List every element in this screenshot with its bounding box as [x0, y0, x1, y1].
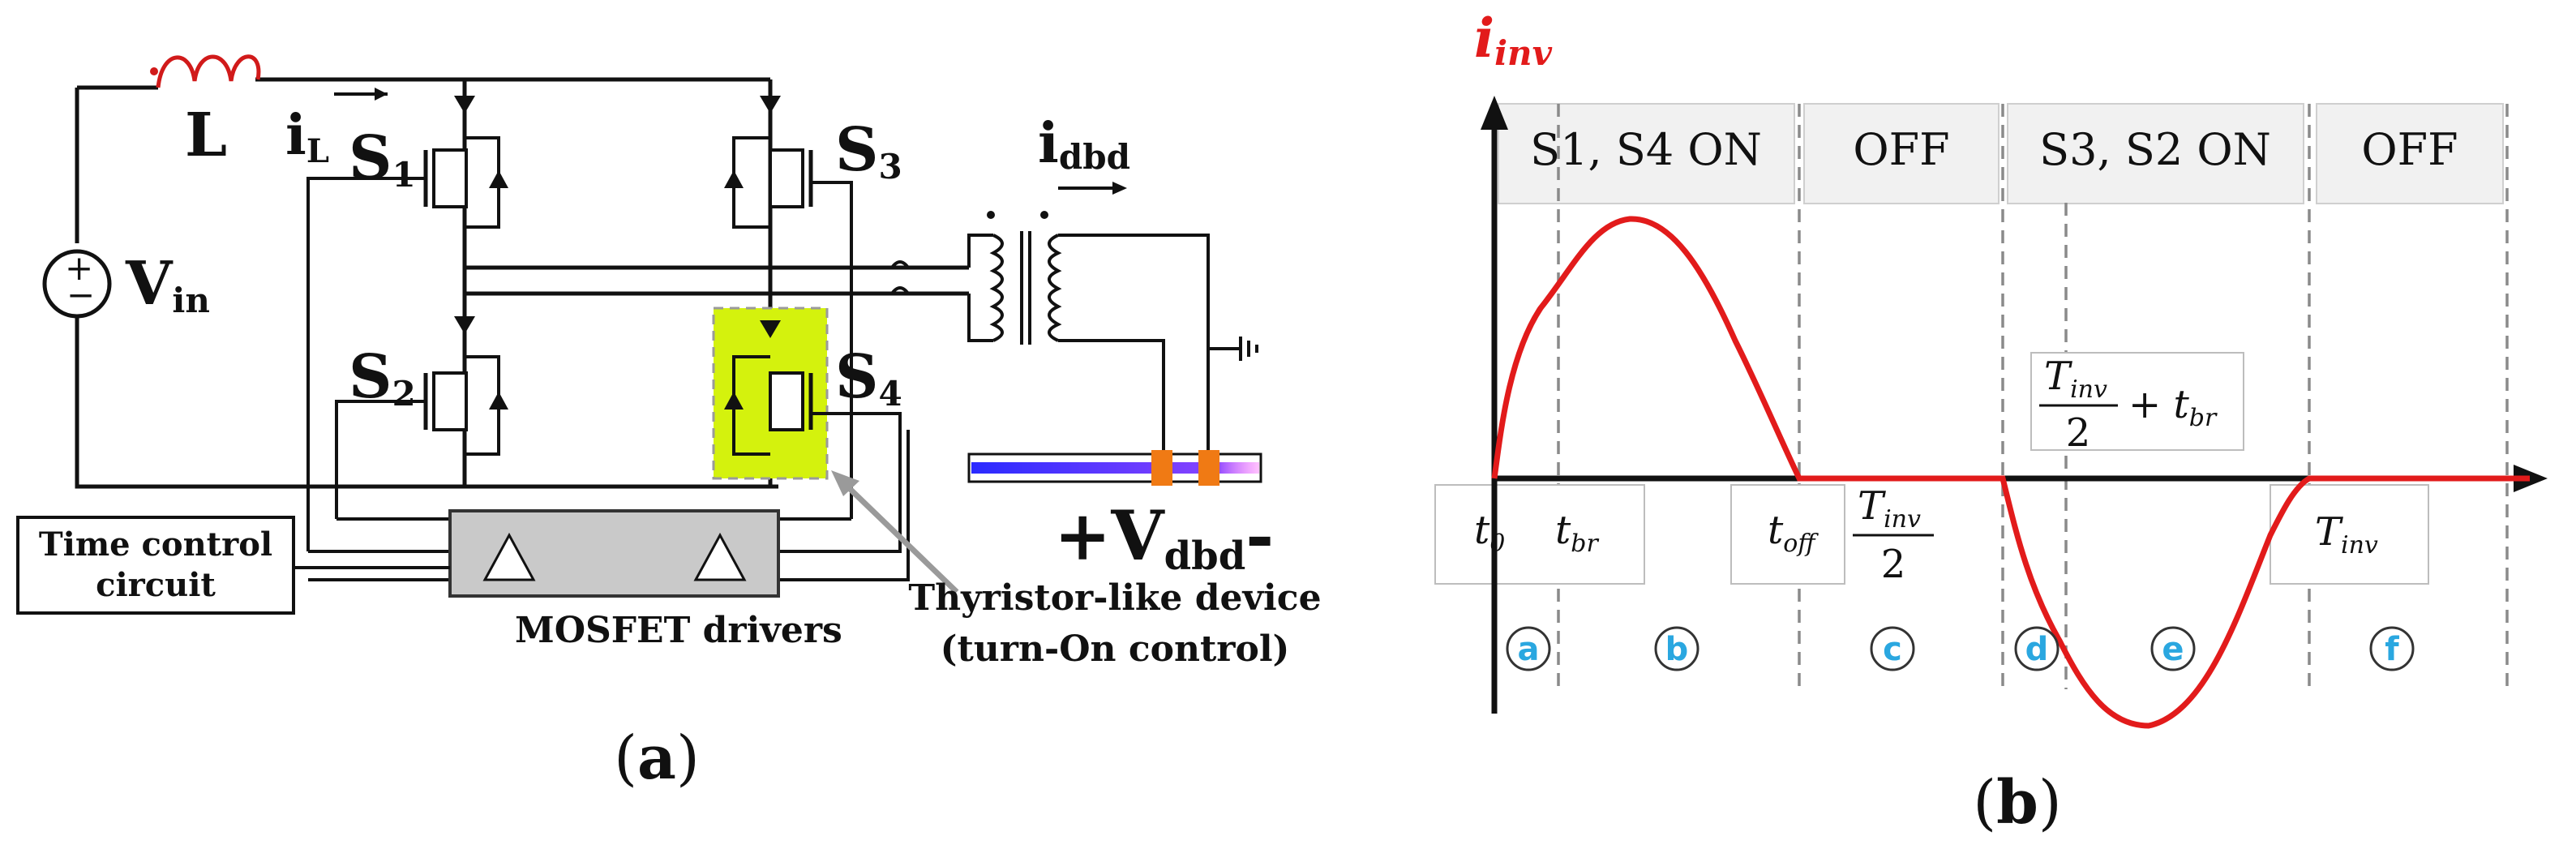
svg-text:+ tbr: + tbr	[2128, 382, 2218, 432]
time-control-line2: circuit	[96, 566, 216, 604]
dbd-current-label: idbd	[1038, 111, 1130, 195]
switch-s4: S4	[616, 307, 902, 553]
label-shifted-period: Tinv 2 + tbr	[2039, 354, 2218, 456]
thyristor-pointer: Thyristor-like device (turn-On control)	[831, 470, 1322, 670]
label-tinv: Tinv	[2315, 509, 2378, 560]
interval-c: c	[1870, 626, 1915, 671]
interval-f: f	[2369, 626, 2415, 671]
mosfet-drivers: MOSFET drivers	[448, 509, 842, 651]
state-label-1: S1, S4 ON	[1530, 124, 1762, 175]
svg-text:a: a	[1518, 631, 1540, 668]
s3-label: S3	[835, 115, 902, 187]
svg-text:Tinv: Tinv	[2044, 354, 2107, 404]
time-control-line1: Time control	[39, 525, 272, 564]
y-axis-arrow	[1481, 96, 1508, 130]
inductor-current-label: iL	[285, 88, 388, 170]
label-tbr: tbr	[1555, 508, 1600, 558]
circuit-panel: L iL + − Vin S1	[16, 54, 1322, 793]
source-label: Vin	[125, 249, 210, 320]
state-label-4: OFF	[2361, 124, 2458, 175]
thyristor-note-1: Thyristor-like device	[908, 577, 1321, 619]
time-box-tinv	[2270, 484, 2429, 585]
time-box-t0-tbr	[1434, 484, 1645, 585]
switch-s2: S2	[335, 316, 508, 519]
switch-s3: S3	[724, 96, 902, 519]
time-box-toff	[1730, 484, 1845, 585]
s1-label: S1	[349, 123, 416, 195]
state-box-1	[1498, 103, 1795, 204]
state-label-2: OFF	[1853, 124, 1949, 175]
dbd-tube	[967, 450, 1262, 486]
time-control-circuit: Time control circuit	[16, 516, 450, 615]
interval-a: a	[1506, 626, 1551, 671]
source-minus: −	[66, 275, 95, 315]
voltage-source: + − Vin	[42, 243, 210, 320]
svg-text:idbd: idbd	[1038, 111, 1130, 177]
panel-label-b: (b)	[1973, 768, 2062, 838]
state-label-3: S3, S2 ON	[2039, 124, 2271, 175]
s4-label: S4	[835, 342, 902, 414]
svg-text:d: d	[2025, 631, 2049, 668]
y-axis-label: iinv	[1474, 6, 1553, 73]
svg-text:f: f	[2385, 631, 2399, 668]
dbd-voltage-label: +Vdbd-	[1054, 495, 1274, 579]
transformer	[967, 211, 1258, 454]
svg-text:iL: iL	[285, 103, 329, 170]
waveform-panel: iinv S1, S4 ON OFF S3, S2 ON OFF t0 tbr …	[1434, 6, 2548, 838]
svg-text:2: 2	[1881, 542, 1906, 587]
thyristor-note-2: (turn-On control)	[941, 628, 1290, 670]
svg-text:b: b	[1665, 631, 1689, 668]
state-box-2	[1803, 103, 2000, 204]
mosfet-drivers-label: MOSFET drivers	[515, 610, 842, 651]
inductor-label: L	[185, 101, 227, 170]
label-half-period: Tinv 2	[1853, 483, 1934, 587]
state-box-4	[2316, 103, 2504, 204]
gate-wires	[308, 430, 910, 581]
x-axis-arrow	[2514, 465, 2548, 492]
panel-label-a: (a)	[614, 723, 700, 793]
state-box-3	[2007, 103, 2304, 204]
svg-text:Tinv: Tinv	[1858, 483, 1921, 534]
interval-b: b	[1654, 626, 1699, 671]
time-box-shift	[2030, 352, 2244, 451]
source-plus: +	[65, 248, 93, 288]
inverter-current-curve	[1491, 216, 2530, 729]
switch-s1: S1	[306, 96, 508, 551]
s2-label: S2	[349, 342, 416, 414]
interval-e: e	[2150, 626, 2196, 671]
inductor: L	[150, 54, 261, 170]
label-t0: t0	[1474, 508, 1505, 558]
interval-d: d	[2014, 626, 2060, 671]
svg-text:e: e	[2162, 631, 2184, 668]
svg-text:2: 2	[2066, 410, 2091, 456]
svg-text:c: c	[1883, 631, 1902, 668]
label-toff: toff	[1768, 508, 1819, 558]
crossover-2	[890, 286, 910, 295]
crossover-1	[890, 260, 910, 269]
